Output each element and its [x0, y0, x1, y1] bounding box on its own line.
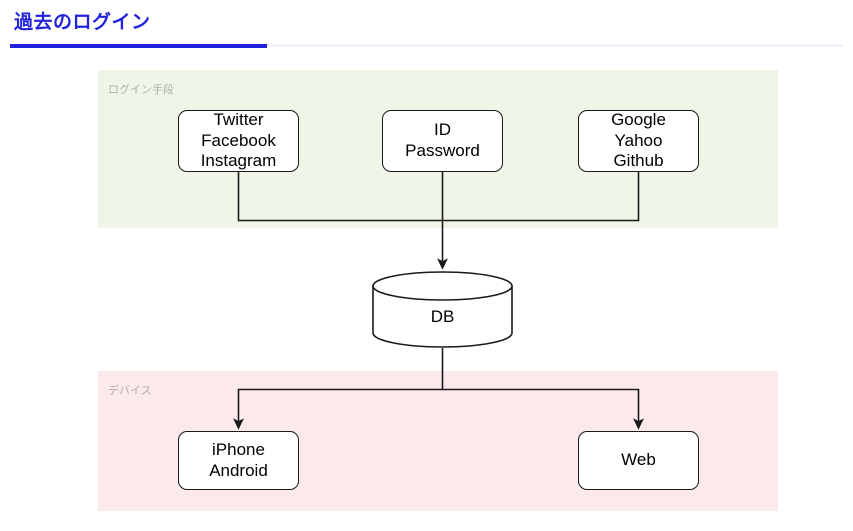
- node-social-login[interactable]: Twitter Facebook Instagram: [178, 110, 299, 172]
- node-mobile-devices[interactable]: iPhone Android: [178, 431, 299, 490]
- node-oauth-providers[interactable]: Google Yahoo Github: [578, 110, 699, 172]
- node-id-password[interactable]: ID Password: [382, 110, 503, 172]
- group-label-login-methods: ログイン手段: [108, 84, 174, 96]
- node-web[interactable]: Web: [578, 431, 699, 490]
- node-social-login-line-2: Facebook: [201, 130, 276, 150]
- page-title: 過去のログイン: [14, 12, 151, 33]
- database-label: DB: [430, 306, 455, 326]
- node-mobile-devices-line-2: Android: [209, 460, 268, 480]
- node-oauth-providers-line-2: Yahoo: [614, 130, 663, 150]
- node-id-password-line-1: ID: [434, 120, 451, 140]
- title-underline-track: [10, 44, 843, 47]
- title-underline-accent: [10, 44, 267, 48]
- database-cylinder-shape: [372, 271, 513, 348]
- node-oauth-providers-line-1: Google: [611, 109, 666, 129]
- node-id-password-line-2: Password: [405, 141, 480, 160]
- node-oauth-providers-line-3: Github: [613, 151, 664, 171]
- node-web-line-1: Web: [621, 450, 656, 470]
- page-header: 過去のログイン: [0, 0, 853, 50]
- node-social-login-line-3: Instagram: [200, 151, 277, 171]
- node-social-login-line-1: Twitter: [213, 109, 264, 129]
- group-label-devices: デバイス: [108, 385, 152, 397]
- database-node[interactable]: DB: [372, 271, 513, 348]
- node-mobile-devices-line-1: iPhone: [212, 439, 265, 459]
